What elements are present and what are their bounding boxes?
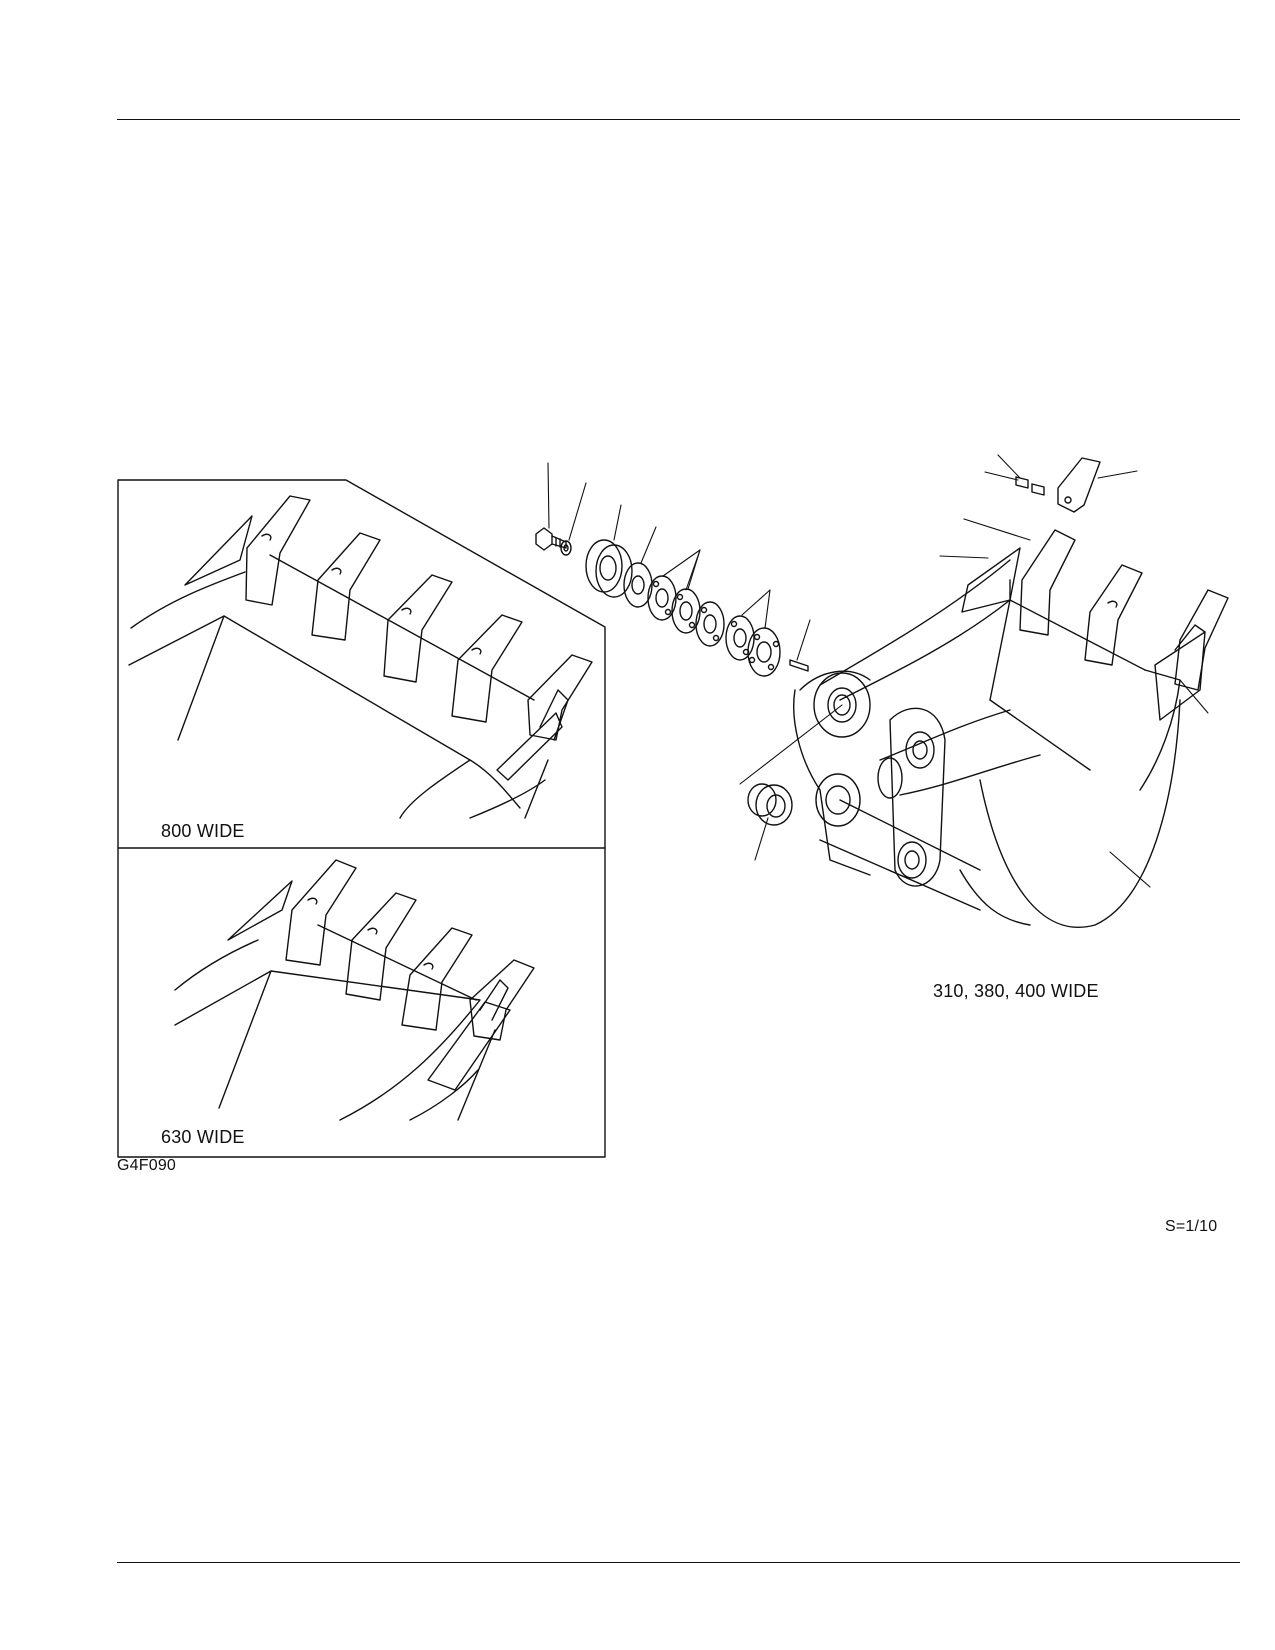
scale-label: S=1/10 bbox=[1165, 1218, 1218, 1235]
link-plate bbox=[889, 707, 946, 887]
shim bbox=[725, 615, 755, 661]
bucket-630-wide-view bbox=[174, 859, 535, 1121]
bucket-tooth bbox=[527, 654, 593, 741]
mounting-boss bbox=[793, 670, 871, 876]
bucket-tooth bbox=[311, 532, 381, 641]
tooth-pin bbox=[1015, 476, 1029, 489]
bucket-main-view bbox=[793, 457, 1229, 928]
mounting-boss bbox=[815, 773, 861, 827]
bucket-tooth bbox=[383, 574, 453, 683]
retainer-plate bbox=[585, 539, 633, 598]
bucket-tooth bbox=[245, 495, 311, 606]
bucket-tooth bbox=[1174, 589, 1229, 691]
leader-lines bbox=[547, 454, 1209, 888]
header-rule bbox=[117, 119, 1240, 120]
view-label-800-wide: 800 WIDE bbox=[161, 821, 245, 841]
shim bbox=[623, 562, 653, 608]
bushing bbox=[747, 783, 793, 826]
bucket-800-wide-view bbox=[128, 495, 593, 819]
spring-pin bbox=[789, 659, 809, 672]
tooth-point-exploded bbox=[1057, 457, 1101, 513]
bucket-tooth bbox=[345, 892, 417, 1001]
bucket-tooth bbox=[469, 959, 535, 1041]
bucket-tooth bbox=[1084, 564, 1143, 666]
bucket-tooth bbox=[1019, 529, 1076, 636]
footer-rule bbox=[117, 1562, 1240, 1563]
pin-assembly-exploded bbox=[535, 527, 809, 826]
bucket-tooth bbox=[401, 927, 473, 1031]
view-label-630-wide: 630 WIDE bbox=[161, 1127, 245, 1147]
washer bbox=[560, 540, 572, 556]
figure-code: G4F090 bbox=[117, 1157, 177, 1174]
view-label-main-wide: 310, 380, 400 WIDE bbox=[933, 981, 1099, 1001]
bucket-tooth bbox=[451, 614, 523, 723]
shim bbox=[747, 627, 781, 677]
inset-frame bbox=[117, 479, 606, 1158]
bucket-tooth bbox=[285, 859, 357, 966]
shim bbox=[647, 575, 677, 621]
shim bbox=[695, 601, 725, 647]
tooth-lock bbox=[1031, 483, 1045, 496]
